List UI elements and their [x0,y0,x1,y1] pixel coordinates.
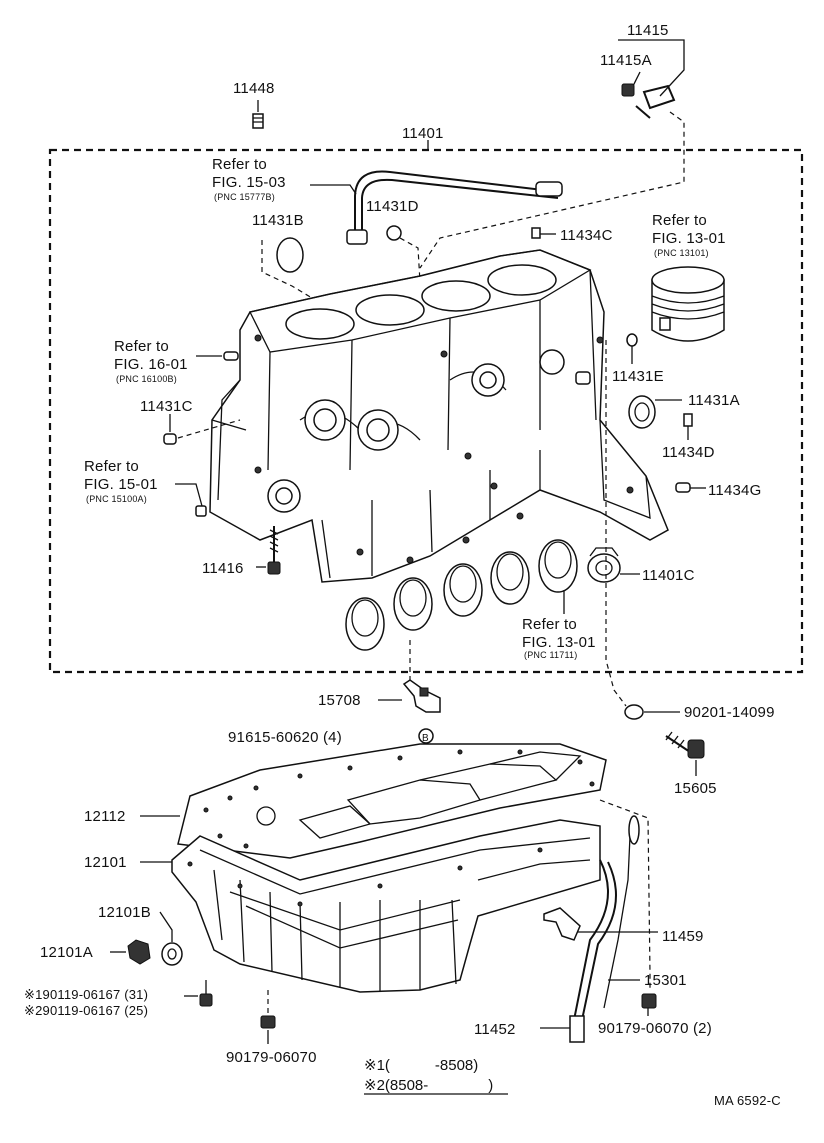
part-11431e [626,333,638,347]
part-15708 [402,679,441,713]
footnote-2: ※2(8508- ) [364,1077,494,1094]
label-11431c: 11431C [140,398,193,415]
label-11401: 11401 [402,125,444,142]
label-12112: 12112 [84,808,126,825]
part-11434c [531,227,541,239]
label-12101a: 12101A [40,944,93,961]
label-11415: 11415 [627,22,669,39]
footnote-1: ※1( -8508) [364,1057,479,1074]
part-90201 [624,704,644,720]
bearing-shells [345,539,578,651]
label-11415a: 11415A [600,52,652,69]
ref-1601-line2: FIG. 16-01 [114,356,188,373]
ref-1501-line1: Refer to [84,458,139,475]
ref-1503-pnc: (PNC 15777B) [214,192,275,202]
part-12101b [161,942,183,966]
ref-1301b-line1: Refer to [522,616,577,633]
dash-11431b [261,240,323,305]
ref-1501-line2: FIG. 15-01 [84,476,158,493]
part-15605 [665,731,705,759]
svg-text:B: B [422,733,429,744]
piston [651,266,725,342]
label-11431d: 11431D [366,198,419,215]
part-pin-1501 [195,505,207,517]
ref-1503-line1: Refer to [212,156,267,173]
ref-1301b-line2: FIG. 13-01 [522,634,596,651]
ref-1301b-pnc: (PNC 11711) [524,650,578,660]
label-11416: 11416 [202,560,244,577]
label-11431e: 11431E [612,368,664,385]
part-11452 [569,859,617,1043]
dash-11431c [177,419,241,439]
ref-1503-line2: FIG. 15-03 [212,174,286,191]
label-11448: 11448 [233,80,275,97]
part-11434d [683,413,693,427]
label-12101b: 12101B [98,904,151,921]
part-11448 [252,113,264,129]
part-11416 [267,526,281,575]
part-11431a [628,395,656,429]
oil-pipe [346,170,563,245]
label-90179-left: 90179-06070 [226,1049,317,1066]
label-11434c: 11434C [560,227,613,244]
dash-11431d [399,237,421,283]
label-15708: 15708 [318,692,361,709]
label-11401c: 11401C [642,567,695,584]
label-11452: 11452 [474,1021,516,1038]
leader-12101b [159,911,173,942]
label-90179-right: 90179-06070 (2) [598,1020,712,1037]
ref-1301a-line2: FIG. 13-01 [652,230,726,247]
part-11401c [587,547,621,583]
part-15301 [603,815,640,1009]
diagram-code: MA 6592-C [714,1093,781,1108]
cylinder-block [209,249,669,583]
dash-90179r [599,799,651,990]
label-91615: 91615-60620 (4) [228,729,342,746]
leader-1501 [175,483,203,507]
label-12101: 12101 [84,854,127,871]
part-11431c [163,433,177,445]
dash-11415 [419,111,685,269]
label-15605: 15605 [674,780,717,797]
label-11431a: 11431A [688,392,740,409]
part-90119 [199,980,213,1007]
part-11459 [543,907,581,941]
leader-1503 [310,184,357,195]
bolt-b-icon [418,728,434,744]
ref-1301a-pnc: (PNC 13101) [654,248,709,258]
part-12101a [127,939,151,965]
part-sensor [575,371,591,385]
assembly-frame [48,148,804,674]
ref-1601-pnc: (PNC 16100B) [116,374,177,384]
part-11434g [675,482,691,493]
part-90179r [641,993,657,1009]
label-11434d: 11434D [662,444,715,461]
label-11459: 11459 [662,928,704,945]
part-90179l [260,1015,276,1029]
label-11434g: 11434G [708,482,762,499]
part-11415a [621,83,676,119]
label-90119-2: ※290119-06167 (25) [24,1003,149,1018]
part-12101 [171,819,601,993]
label-11431b: 11431B [252,212,304,229]
part-plug-1601 [223,351,239,361]
part-11431b [276,237,304,273]
ref-1501-pnc: (PNC 15100A) [86,494,147,504]
dash-90201 [605,340,627,707]
part-12112 [177,743,607,859]
part-11431d [386,225,402,241]
ref-1601-line1: Refer to [114,338,169,355]
label-15301: 15301 [644,972,687,989]
ref-1301a-line1: Refer to [652,212,707,229]
label-90201: 90201-14099 [684,704,775,721]
label-90119-1: ※190119-06167 (31) [24,987,149,1002]
